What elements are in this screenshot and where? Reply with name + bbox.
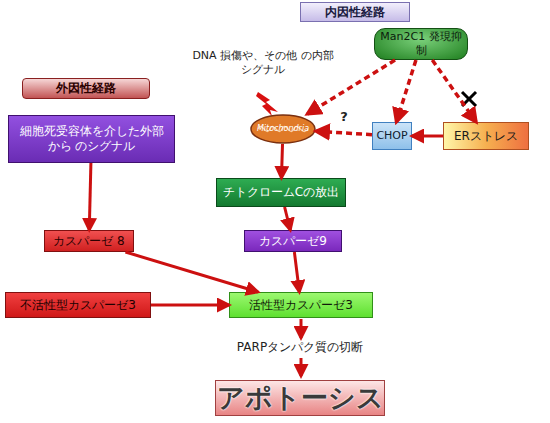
node-text: アポトーシス bbox=[217, 381, 384, 415]
dashed-arrow bbox=[316, 131, 372, 135]
text-group: 外因性経路 bbox=[56, 81, 116, 96]
process-box: ERストレス bbox=[443, 122, 529, 150]
dashed-arrow bbox=[307, 60, 395, 114]
text-group: カスパーゼ9 bbox=[259, 234, 327, 249]
node-text: 外因性経路 bbox=[56, 81, 116, 96]
node-text: 不活性型カスパーゼ3 bbox=[20, 298, 136, 313]
outcome-box: アポトーシス bbox=[215, 380, 385, 416]
note-text: DNA 損傷や、その他 の内部シグナル bbox=[188, 49, 338, 78]
text-group: Man2C1 発現抑制 bbox=[375, 30, 467, 58]
mitochondria-membrane bbox=[251, 115, 315, 143]
step-text: PARPタンパク質の切断 bbox=[200, 340, 400, 356]
process-box: 細胞死受容体を介した外部から のシグナル bbox=[8, 115, 175, 163]
block-cross bbox=[462, 92, 476, 106]
flow-arrow bbox=[300, 358, 303, 376]
text-group: チトクロームCの放出 bbox=[223, 185, 339, 200]
flow-arrow bbox=[294, 252, 299, 292]
process-box: 活性型カスパーゼ3 bbox=[229, 292, 373, 318]
process-box: カスパーゼ9 bbox=[244, 230, 342, 252]
flow-arrow bbox=[281, 144, 282, 178]
flow-arrow bbox=[89, 163, 91, 230]
node-text: ERストレス bbox=[454, 129, 518, 144]
flow-arrow bbox=[151, 304, 229, 307]
node-text: Mitochondria bbox=[257, 124, 309, 134]
text-group: 内因性経路 bbox=[325, 5, 385, 20]
node-text: 活性型カスパーゼ3 bbox=[249, 298, 353, 313]
dashed-arrow bbox=[432, 60, 476, 122]
flow-arrow bbox=[300, 319, 303, 338]
text-group: 細胞死受容体を介した外部から のシグナル bbox=[15, 124, 168, 154]
node-text: カスパーゼ9 bbox=[259, 234, 327, 249]
process-box: カスパーゼ 8 bbox=[44, 230, 134, 252]
process-box: Man2C1 発現抑制 bbox=[374, 28, 468, 60]
node-text: 内因性経路 bbox=[325, 5, 385, 20]
text-group: 不活性型カスパーゼ3 bbox=[20, 298, 136, 313]
node-text: チトクロームCの放出 bbox=[223, 185, 339, 200]
block-cross bbox=[462, 92, 476, 106]
edge-label: ? bbox=[334, 109, 354, 126]
text-group: CHOP bbox=[376, 129, 407, 143]
process-box: CHOP bbox=[372, 122, 412, 150]
text-group: Mitochondria bbox=[257, 124, 309, 134]
text-group: ERストレス bbox=[454, 129, 518, 144]
node-text: CHOP bbox=[376, 129, 407, 143]
flow-arrow bbox=[412, 135, 443, 138]
flow-arrow bbox=[285, 207, 291, 230]
node-text: カスパーゼ 8 bbox=[53, 234, 124, 249]
process-box: チトクロームCの放出 bbox=[216, 178, 346, 207]
flow-arrow bbox=[125, 252, 258, 292]
pathway-heading: 外因性経路 bbox=[22, 78, 150, 99]
lightning-symbol bbox=[256, 92, 278, 116]
text-group: カスパーゼ 8 bbox=[53, 234, 124, 249]
text-group: アポトーシス bbox=[217, 381, 384, 415]
node-text: 細胞死受容体を介した外部から のシグナル bbox=[15, 124, 168, 154]
pathway-heading: 内因性経路 bbox=[300, 2, 410, 22]
text-group: 活性型カスパーゼ3 bbox=[249, 298, 353, 313]
process-box: 不活性型カスパーゼ3 bbox=[5, 292, 151, 318]
mitochondria-symbol: Mitochondria bbox=[250, 114, 316, 144]
dashed-arrow bbox=[396, 60, 416, 122]
node-text: Man2C1 発現抑制 bbox=[375, 30, 467, 58]
